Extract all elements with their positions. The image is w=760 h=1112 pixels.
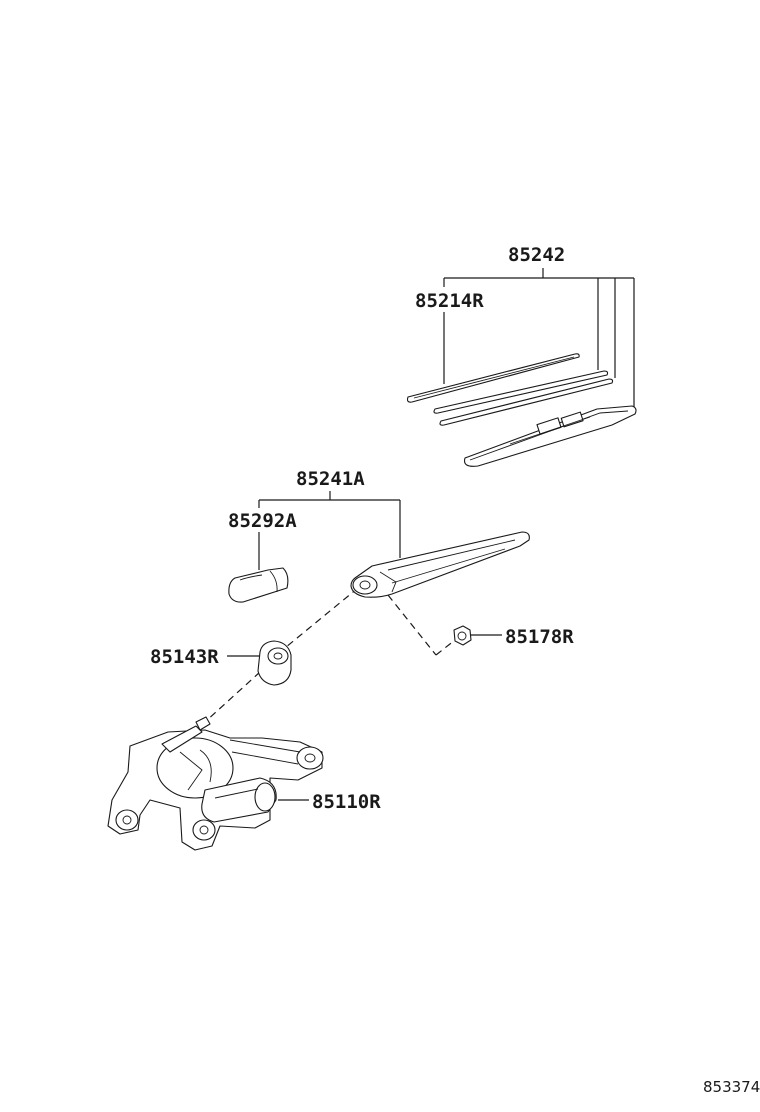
arm-cap	[228, 567, 289, 603]
wiper-motor-assembly	[107, 716, 324, 851]
blade-rubber-refill	[406, 353, 580, 403]
wiper-blade-assembly	[463, 405, 637, 467]
leader-lines	[227, 268, 635, 801]
arm-nut	[453, 625, 472, 646]
label-85242: 85242	[508, 244, 565, 266]
label-85143r: 85143R	[150, 646, 219, 668]
assembly-dashed-lines	[204, 587, 456, 723]
pivot-cap	[257, 640, 292, 686]
label-85110r: 85110R	[312, 791, 381, 813]
blade-rails	[433, 370, 614, 426]
label-85292a: 85292A	[228, 510, 297, 532]
label-85214r: 85214R	[415, 290, 484, 312]
label-85241a: 85241A	[296, 468, 365, 490]
wiper-arm	[350, 531, 530, 598]
label-85178r: 85178R	[505, 626, 574, 648]
diagram-reference-number: 853374	[703, 1078, 760, 1096]
